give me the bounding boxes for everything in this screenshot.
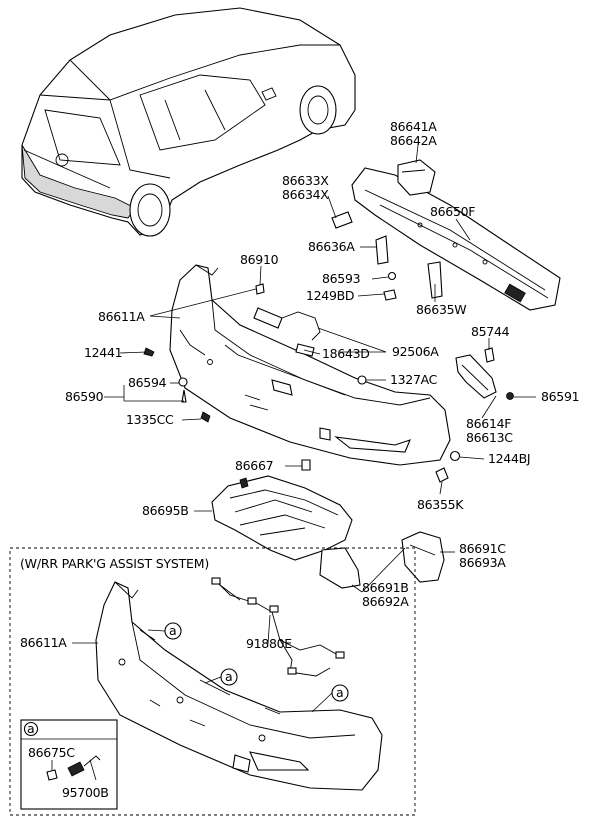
label-86613C: 86613C: [466, 430, 513, 445]
label-86355K: 86355K: [417, 497, 464, 512]
label-86642A: 86642A: [390, 133, 437, 148]
label-1249BD: 1249BD: [306, 288, 354, 303]
rear-beam-assembly: [331, 159, 561, 311]
label-86691C: 86691C: [459, 541, 506, 556]
label-92506A: 92506A: [392, 344, 439, 359]
leader-lines: [72, 144, 536, 645]
side-bracket: [435, 347, 514, 483]
label-86693A: 86693A: [459, 555, 506, 570]
label-86635W: 86635W: [416, 302, 466, 317]
callout-markers: a a a: [147, 622, 349, 713]
label-86611A-top: 86611A: [98, 309, 145, 324]
label-86650F: 86650F: [430, 204, 475, 219]
detail-box: a: [20, 719, 118, 810]
callout-a-1-text: a: [169, 623, 176, 638]
label-86594: 86594: [128, 375, 167, 390]
rear-bumper-main: [143, 264, 451, 466]
label-1244BJ: 1244BJ: [488, 451, 530, 466]
label-86675C: 86675C: [28, 745, 75, 760]
label-86611A-bottom: 86611A: [20, 635, 67, 650]
label-91880E: 91880E: [246, 636, 292, 651]
label-86636A: 86636A: [308, 239, 355, 254]
label-86641A: 86641A: [390, 119, 437, 134]
label-18643D: 18643D: [322, 346, 370, 361]
label-85744: 85744: [471, 324, 510, 339]
label-86591: 86591: [541, 389, 579, 404]
label-12441: 12441: [84, 345, 122, 360]
label-86667: 86667: [235, 458, 273, 473]
callout-a-2-text: a: [225, 669, 232, 684]
wiring-harness: [211, 577, 345, 677]
label-86691B: 86691B: [362, 580, 409, 595]
label-86590: 86590: [65, 389, 104, 404]
label-1327AC: 1327AC: [390, 372, 438, 387]
variant-bumper: [95, 581, 383, 791]
label-95700B: 95700B: [62, 785, 109, 800]
label-86910: 86910: [240, 252, 279, 267]
label-86695B: 86695B: [142, 503, 189, 518]
label-86614F: 86614F: [466, 416, 511, 431]
part-labels: 86641A 86642A 86633X 86634X 86650F 86636…: [20, 119, 580, 800]
label-86692A: 86692A: [362, 594, 409, 609]
label-86633X: 86633X: [282, 173, 329, 188]
detail-box-marker: a: [27, 721, 34, 736]
side-covers: [319, 531, 445, 589]
car-illustration: [21, 7, 356, 237]
label-1335CC: 1335CC: [126, 412, 174, 427]
variant-box-title: (W/RR PARK'G ASSIST SYSTEM): [20, 556, 209, 571]
under-cover: [211, 459, 353, 561]
callout-a-3-text: a: [336, 685, 343, 700]
label-86593: 86593: [322, 271, 360, 286]
label-86634X: 86634X: [282, 187, 329, 202]
